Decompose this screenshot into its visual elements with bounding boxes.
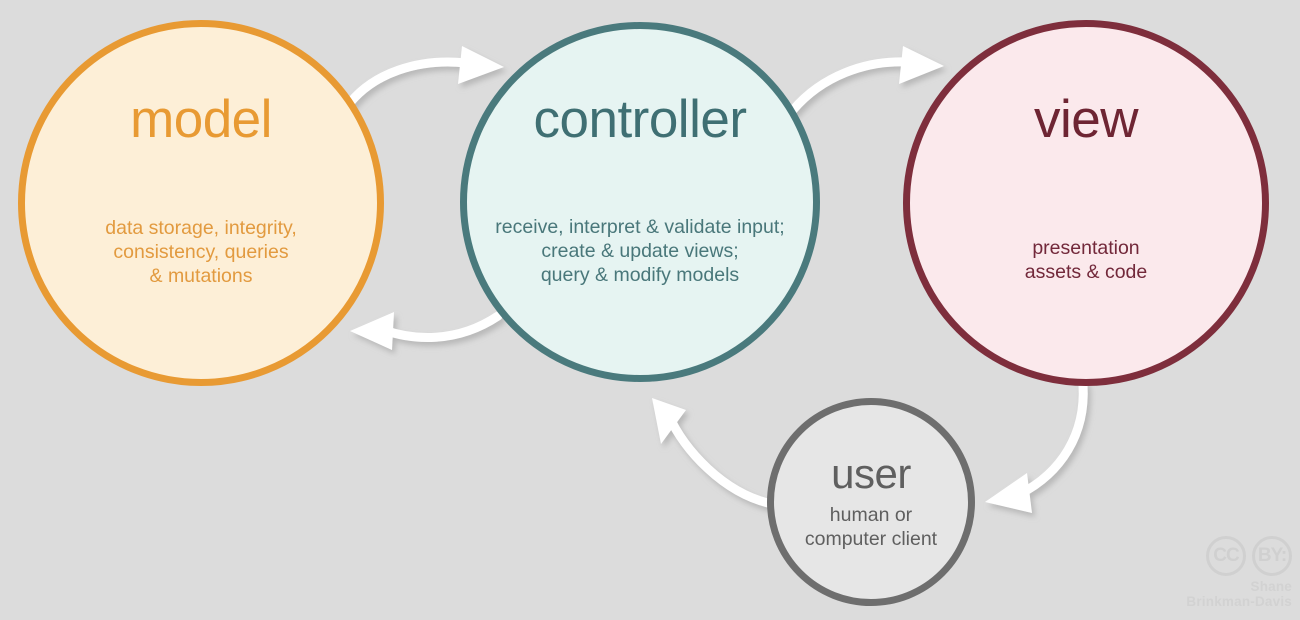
node-model[interactable]: model data storage, integrity, consisten… bbox=[18, 20, 384, 386]
attribution-by-icon: BY: bbox=[1252, 535, 1292, 576]
node-model-title: model bbox=[130, 90, 272, 149]
creative-commons-icon: CC bbox=[1206, 535, 1246, 576]
creative-commons-badges: CC BY: bbox=[1162, 535, 1292, 576]
arrow-controller-to-view bbox=[788, 46, 944, 115]
node-view-title: view bbox=[1033, 90, 1139, 149]
node-model-description-line: data storage, integrity, bbox=[105, 217, 297, 239]
arrow-model-to-controller bbox=[341, 46, 504, 113]
node-controller-description: receive, interpret & validate input; cre… bbox=[495, 216, 784, 287]
node-user-description: human or computer client bbox=[805, 504, 937, 552]
node-controller-title: controller bbox=[533, 90, 747, 149]
node-model-description: data storage, integrity, consistency, qu… bbox=[105, 217, 297, 288]
attribution-name: Shane Brinkman-Davis bbox=[1162, 579, 1292, 610]
node-view-description: presentation assets & code bbox=[1025, 237, 1147, 285]
node-user-description-line: computer client bbox=[804, 527, 938, 550]
node-controller-description-line: query & modify models bbox=[540, 263, 740, 286]
node-user-title: user bbox=[831, 449, 911, 497]
node-user[interactable]: user human or computer client bbox=[767, 398, 975, 606]
node-model-description-line: & mutations bbox=[149, 264, 253, 287]
attribution: CC BY: Shane Brinkman-Davis bbox=[1162, 535, 1292, 610]
arrow-view-to-user bbox=[985, 380, 1088, 513]
node-controller-description-line: receive, interpret & validate input; bbox=[495, 216, 785, 238]
node-view[interactable]: view presentation assets & code bbox=[903, 20, 1269, 386]
node-user-description-line: human or bbox=[829, 503, 913, 526]
node-controller[interactable]: controller receive, interpret & validate… bbox=[460, 22, 820, 382]
node-view-description-line: presentation bbox=[1032, 237, 1140, 259]
node-view-description-line: assets & code bbox=[1024, 260, 1148, 283]
attribution-name-line1: Shane bbox=[1250, 578, 1292, 594]
arrow-controller-to-model bbox=[350, 311, 503, 350]
attribution-name-line2: Brinkman-Davis bbox=[1186, 594, 1292, 610]
node-model-description-line: consistency, queries bbox=[113, 240, 289, 263]
arrow-user-to-controller bbox=[652, 398, 773, 508]
node-controller-description-line: create & update views; bbox=[541, 239, 739, 262]
